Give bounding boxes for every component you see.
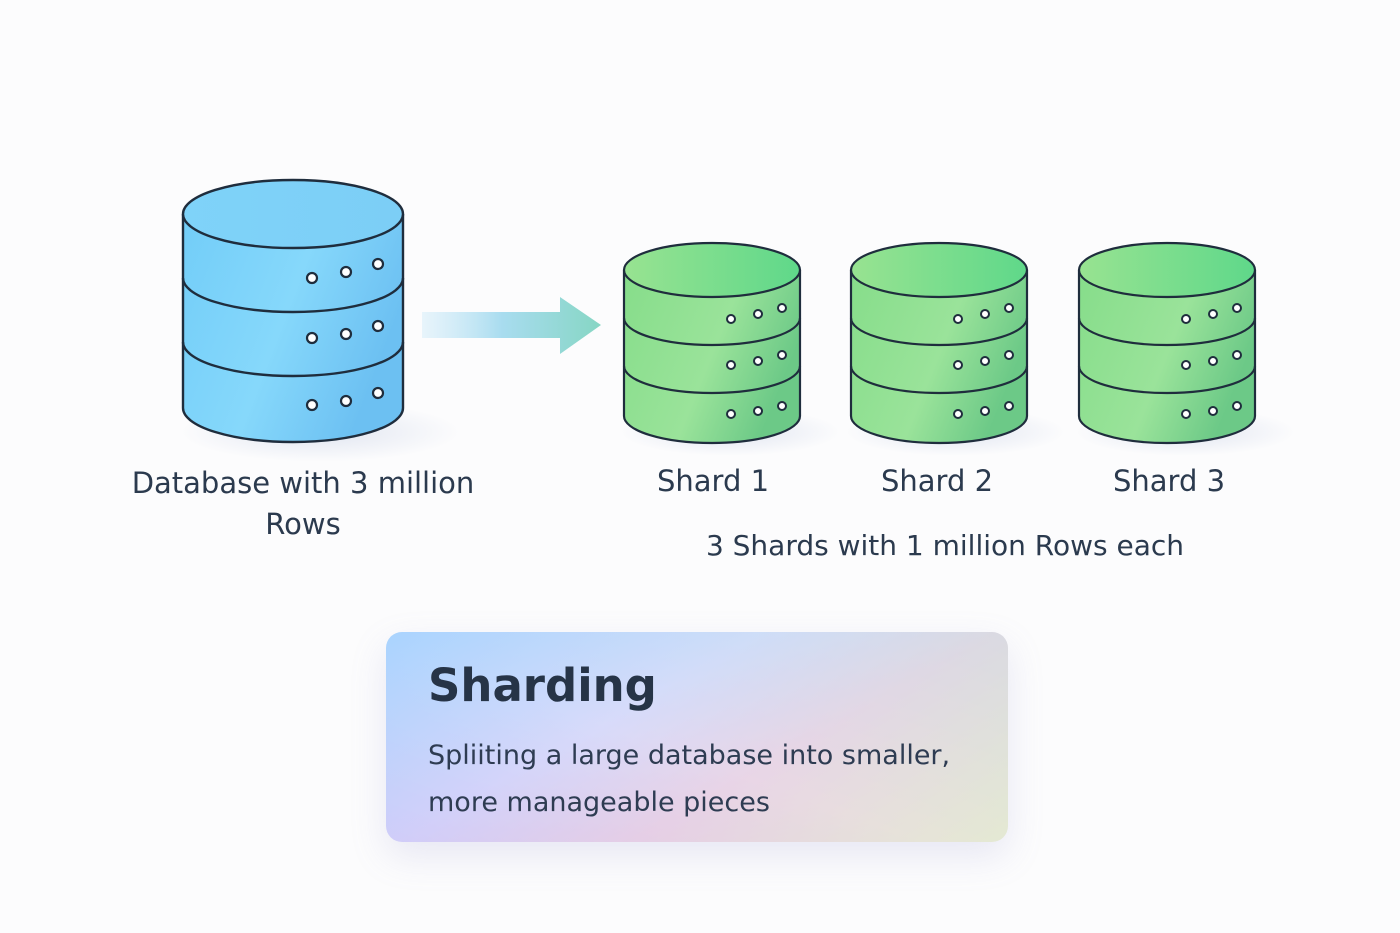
card-description: Spliiting a large database into smaller,… [428,740,951,818]
arrow-right-icon [422,297,601,354]
shard-2-label: Shard 2 [880,464,994,498]
shard-1-database-icon [622,241,802,445]
shard-3-label: Shard 3 [1112,464,1226,498]
source-database-icon [181,178,405,444]
shard-1-label: Shard 1 [656,464,770,498]
shard-2-database-icon [849,241,1029,445]
shard-3-database-icon [1077,241,1257,445]
source-database-label: Database with 3 million Rows [131,466,475,541]
card-title: Sharding [428,659,657,712]
definition-card: Sharding Spliiting a large database into… [386,632,1008,842]
shards-caption: 3 Shards with 1 million Rows each [705,529,1185,562]
